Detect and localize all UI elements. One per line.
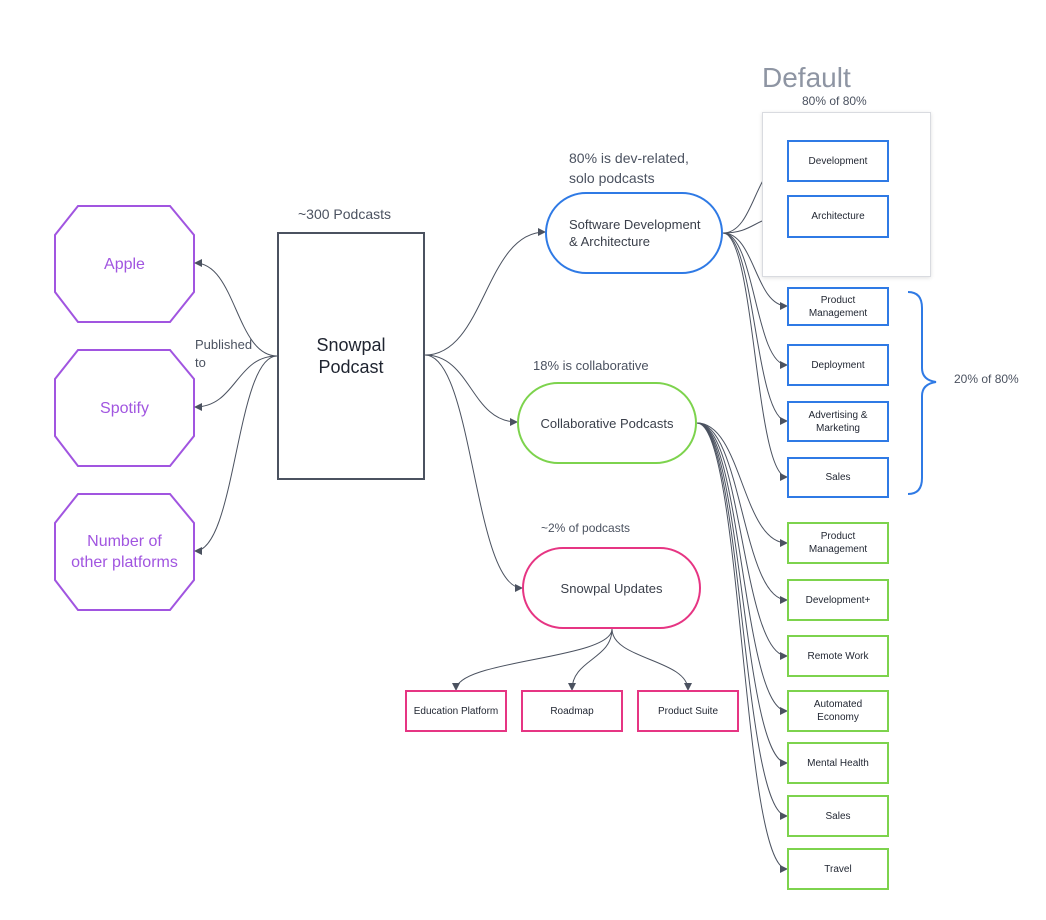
edge-collab-to-leaf-4 — [696, 422, 788, 767]
dev-item-sales: Sales — [787, 457, 889, 498]
collab-category-note: 18% is collaborative — [533, 358, 649, 373]
other-platforms-hexagon — [54, 493, 195, 611]
podcast-count-label: ~300 Podcasts — [298, 206, 392, 222]
edge-main-to-collab — [424, 354, 518, 426]
published-to-label: Published to — [195, 337, 253, 370]
category-software-development-label: Software Development & Architecture — [569, 217, 701, 249]
edge-updates-to-leaf-0 — [452, 628, 613, 691]
default-item-development: Development — [787, 140, 889, 182]
edge-updates-to-leaf-2 — [611, 628, 692, 691]
update-item-product-suite: Product Suite — [637, 690, 739, 732]
collab-item-mental-health: Mental Health — [787, 742, 889, 784]
apple-hexagon — [54, 205, 195, 323]
dev-item-deployment: Deployment — [787, 344, 889, 386]
category-collaborative-podcasts: Collaborative Podcasts — [517, 382, 697, 464]
collab-item-automated-economy: Automated Economy — [787, 690, 889, 732]
update-item-roadmap: Roadmap — [521, 690, 623, 732]
snowpal-podcast-title: Snowpal Podcast — [316, 335, 386, 377]
edge-main-to-dev — [424, 228, 546, 356]
default-item-architecture: Architecture — [787, 195, 889, 238]
platform-spotify-label: Spotify — [100, 399, 149, 417]
edge-updates-to-leaf-1 — [568, 628, 613, 691]
edge-main-to-other — [194, 355, 278, 555]
edge-main-to-updates — [424, 354, 523, 592]
collab-item-travel: Travel — [787, 848, 889, 890]
edge-collab-to-leaf-0 — [696, 422, 788, 547]
edge-collab-to-leaf-3 — [696, 422, 788, 715]
spotify-hexagon — [54, 349, 195, 467]
platform-other-label: Number of other platforms — [71, 533, 178, 571]
edge-dev-to-leaf-4 — [722, 232, 788, 425]
bracket-20-of-80 — [907, 291, 937, 495]
dev-item-advertising-marketing: Advertising & Marketing — [787, 401, 889, 442]
edge-dev-to-leaf-3 — [722, 232, 788, 369]
edge-collab-to-leaf-5 — [696, 422, 788, 820]
dev-item-product-management: Product Management — [787, 287, 889, 326]
update-item-education-platform: Education Platform — [405, 690, 507, 732]
category-snowpal-updates: Snowpal Updates — [522, 547, 701, 629]
collab-item-product-management: Product Management — [787, 522, 889, 564]
collab-item-remote-work: Remote Work — [787, 635, 889, 677]
edge-dev-to-leaf-2 — [722, 232, 788, 310]
edge-collab-to-leaf-1 — [696, 422, 788, 604]
collab-item-sales: Sales — [787, 795, 889, 837]
platform-apple-label: Apple — [104, 255, 145, 273]
edge-collab-to-leaf-2 — [696, 422, 788, 660]
snowpal-podcast-box: Snowpal Podcast — [277, 232, 425, 480]
updates-category-note: ~2% of podcasts — [541, 521, 631, 535]
edge-main-to-spotify — [194, 355, 278, 411]
category-collaborative-label: Collaborative Podcasts — [540, 415, 674, 431]
default-group-panel — [762, 112, 931, 277]
bracket-20-of-80-label: 20% of 80% — [954, 372, 1019, 386]
dev-category-note: 80% is dev-related, solo podcasts — [569, 150, 689, 186]
edge-collab-to-leaf-6 — [696, 422, 788, 873]
edge-dev-to-leaf-5 — [722, 232, 788, 481]
collab-item-development-plus: Development+ — [787, 579, 889, 621]
category-snowpal-updates-label: Snowpal Updates — [560, 580, 663, 596]
default-group-subtitle: 80% of 80% — [802, 94, 867, 108]
default-group-title: Default — [762, 62, 851, 93]
edge-main-to-apple — [194, 259, 278, 357]
category-software-development: Software Development & Architecture — [545, 192, 723, 274]
